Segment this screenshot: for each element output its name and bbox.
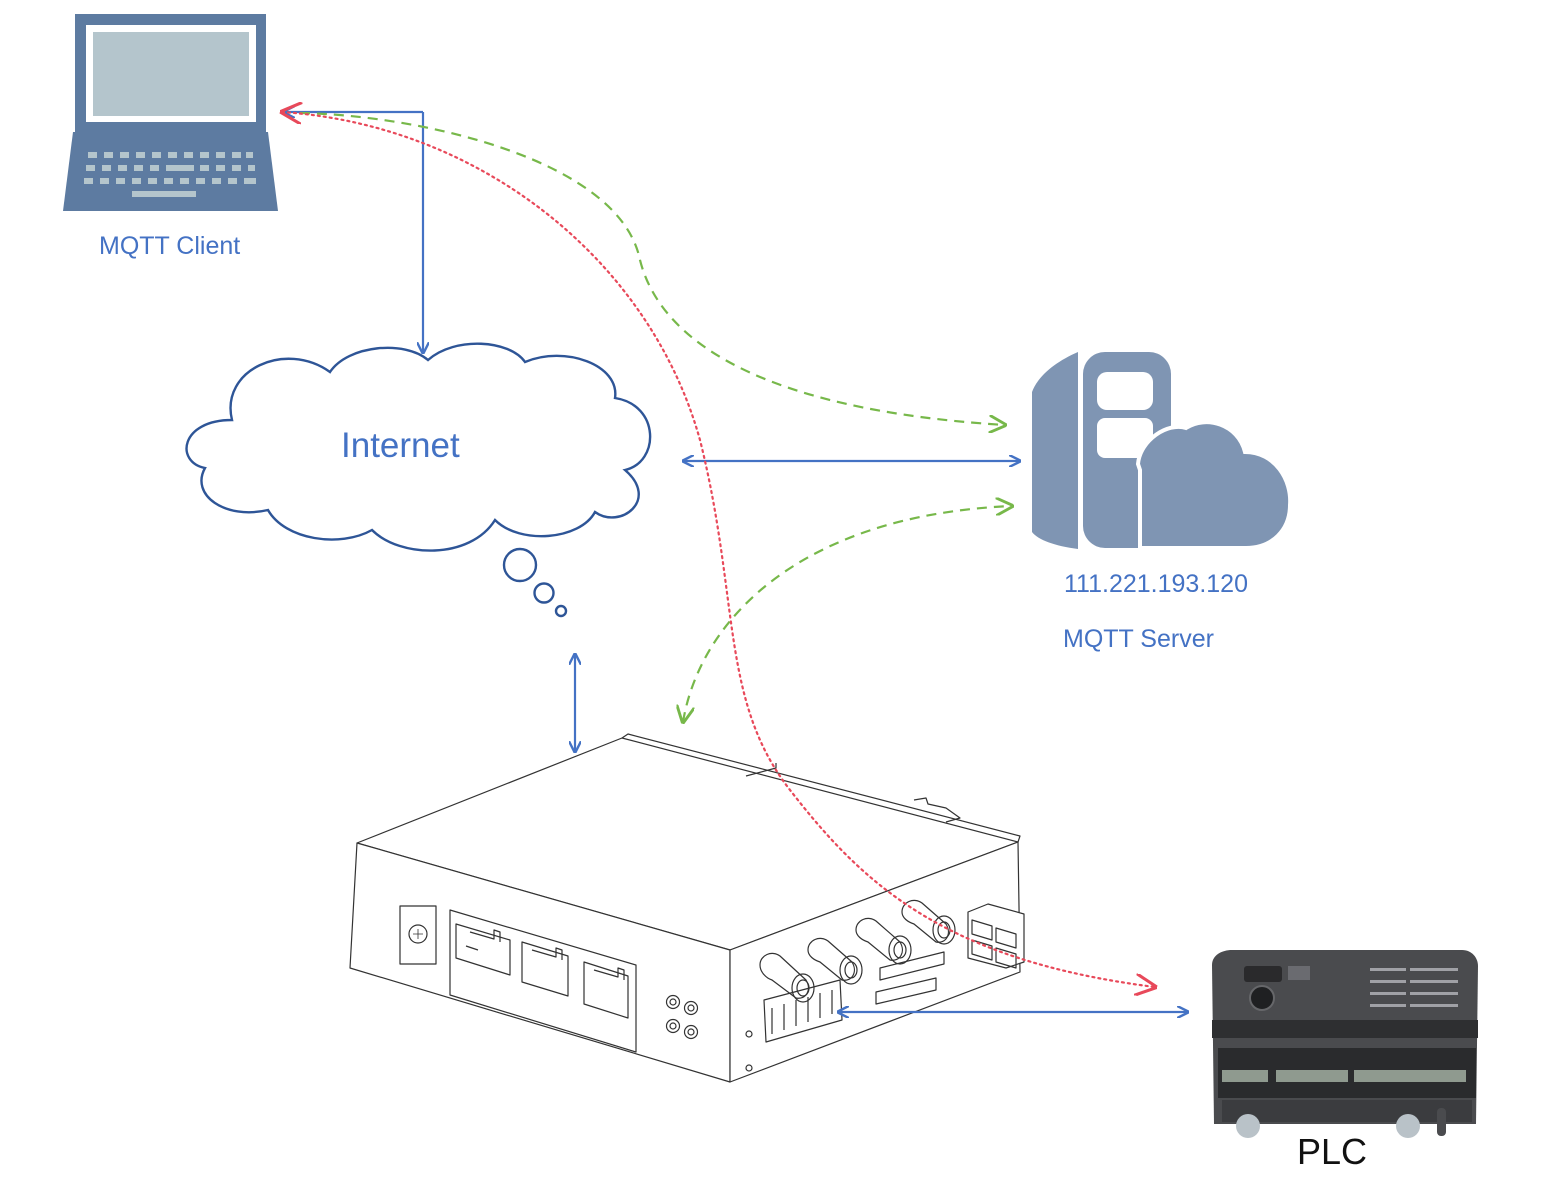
mqtt-server-label: MQTT Server <box>1063 625 1214 653</box>
internet-label: Internet <box>341 426 460 465</box>
red-dotted-connection <box>282 112 1155 987</box>
client-plc-dotted <box>282 112 1155 987</box>
laptop-icon <box>63 14 278 211</box>
plc-label: PLC <box>1297 1131 1368 1172</box>
iot-gateway-device-icon <box>349 733 1025 1083</box>
gateway-server-dashed <box>683 506 1012 722</box>
mqtt-client-label: MQTT Client <box>99 232 241 260</box>
server-cloud-icon <box>1032 352 1293 550</box>
mqtt-server-ip-label: 111.221.193.120 <box>1064 570 1248 598</box>
internet-cloud-icon <box>185 342 652 618</box>
plc-icon <box>1212 950 1478 1138</box>
